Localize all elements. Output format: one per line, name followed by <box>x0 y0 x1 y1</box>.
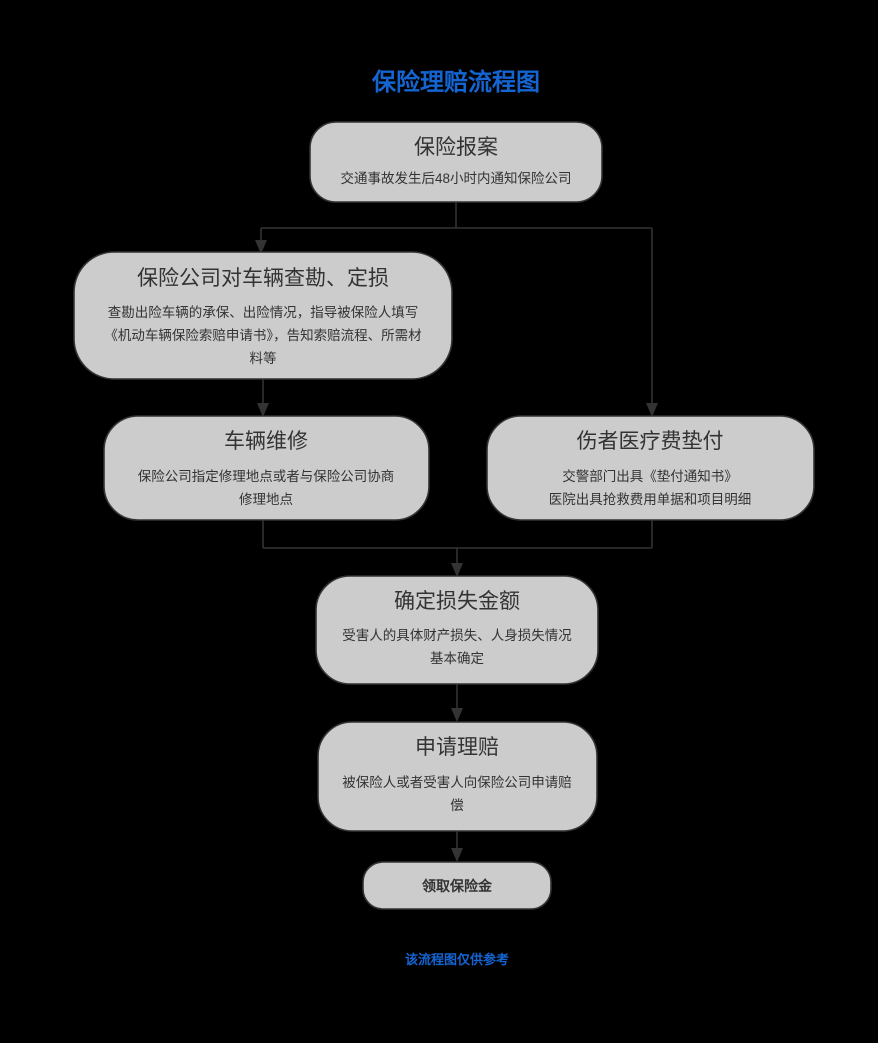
node-claim-title: 申请理赔 <box>415 736 499 759</box>
node-repair-desc-line-1: 保险公司指定修理地点或者与保险公司协商 <box>138 469 395 484</box>
connector-group <box>255 201 658 862</box>
arrow-to-claim <box>451 708 463 722</box>
node-survey[interactable]: 保险公司对车辆查勘、定损 查勘出险车辆的承保、出险情况，指导被保险人填写 《机动… <box>73 251 453 380</box>
node-repair-title: 车辆维修 <box>224 430 308 453</box>
arrow-to-survey <box>255 240 267 254</box>
node-medical-title: 伤者医疗费垫付 <box>577 430 724 453</box>
node-survey-desc-line-1: 查勘出险车辆的承保、出险情况，指导被保险人填写 <box>108 304 419 320</box>
node-survey-title: 保险公司对车辆查勘、定损 <box>137 267 389 290</box>
node-report[interactable]: 保险报案 交通事故发生后48小时内通知保险公司 <box>309 121 603 203</box>
page-title: 保险理赔流程图 <box>371 68 540 96</box>
arrow-to-medical <box>646 403 658 417</box>
node-medical-shape[interactable] <box>486 415 815 521</box>
node-claim-desc-line-1: 被保险人或者受害人向保险公司申请赔 <box>342 775 572 790</box>
node-repair-desc-line-2: 修理地点 <box>239 492 293 507</box>
node-loss-shape[interactable] <box>315 575 599 685</box>
node-claim-desc-line-2: 偿 <box>450 798 464 813</box>
node-loss[interactable]: 确定损失金额 受害人的具体财产损失、人身损失情况 基本确定 <box>315 575 599 685</box>
node-claim[interactable]: 申请理赔 被保险人或者受害人向保险公司申请赔 偿 <box>317 721 598 832</box>
arrow-to-payout <box>451 848 463 862</box>
arrow-to-loss <box>451 563 463 577</box>
node-survey-desc-line-2: 《机动车辆保险索赔申请书》，告知索赔流程、所需材 <box>104 327 421 343</box>
node-medical-desc-line-2: 医院出具抢救费用单据和项目明细 <box>549 491 752 507</box>
node-claim-shape[interactable] <box>317 721 598 832</box>
arrow-to-repair <box>257 403 269 417</box>
node-loss-desc-line-2: 基本确定 <box>430 650 484 666</box>
node-survey-desc-line-3: 料等 <box>250 350 277 366</box>
node-medical-desc-line-1: 交警部门出具《垫付通知书》 <box>562 468 738 484</box>
node-report-shape[interactable] <box>309 121 603 203</box>
node-payout-shape[interactable] <box>362 861 552 910</box>
node-payout-title: 领取保险金 <box>422 878 493 894</box>
node-repair[interactable]: 车辆维修 保险公司指定修理地点或者与保险公司协商 修理地点 <box>103 415 430 521</box>
node-loss-title: 确定损失金额 <box>394 590 520 613</box>
footer-note: 该流程图仅供参考 <box>405 952 509 967</box>
node-report-desc-line-1: 交通事故发生后48小时内通知保险公司 <box>340 170 571 186</box>
node-medical[interactable]: 伤者医疗费垫付 交警部门出具《垫付通知书》 医院出具抢救费用单据和项目明细 <box>486 415 815 521</box>
node-repair-shape[interactable] <box>103 415 430 521</box>
node-payout[interactable]: 领取保险金 <box>362 861 552 910</box>
node-report-title: 保险报案 <box>414 136 498 159</box>
node-survey-shape[interactable] <box>73 251 453 380</box>
node-loss-desc-line-1: 受害人的具体财产损失、人身损失情况 <box>342 628 572 643</box>
